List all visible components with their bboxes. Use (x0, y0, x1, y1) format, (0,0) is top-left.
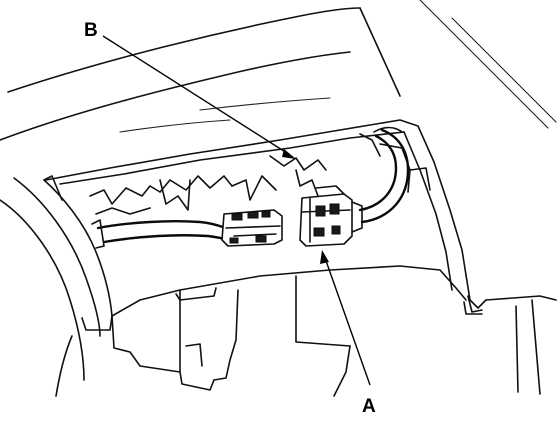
callout-b-label: B (84, 20, 98, 41)
connector-a (299, 185, 363, 247)
trim-panel (45, 119, 557, 317)
lower-panel (111, 275, 541, 397)
connector-b (221, 209, 283, 247)
wire-harness (91, 219, 230, 249)
leader-b (102, 35, 296, 159)
callout-a-label: A (362, 396, 376, 417)
leader-a (320, 250, 371, 386)
left-pillar (0, 175, 113, 397)
connector-a-wires (358, 126, 410, 224)
